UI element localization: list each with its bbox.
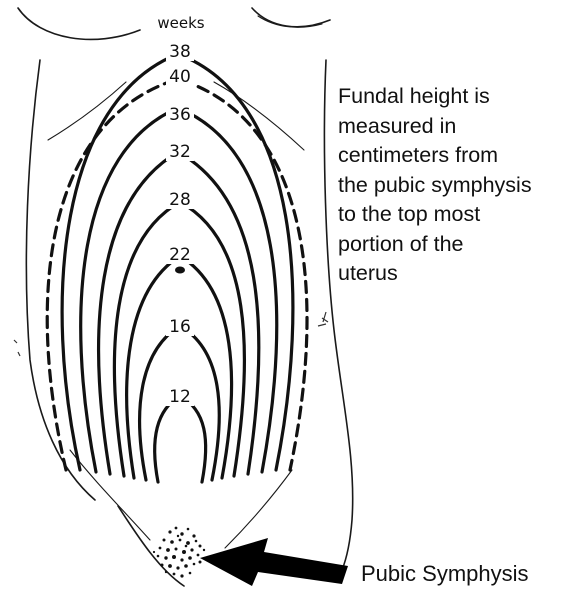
navel-mark (175, 267, 185, 274)
left-breast-outline (18, 8, 140, 39)
fundal-height-caption: Fundal height is measured in centimeters… (338, 82, 570, 289)
week-label-36: 36 (169, 105, 191, 125)
contour-12-weeks (155, 396, 206, 482)
right-groin-line (225, 470, 292, 548)
right-rib-line (214, 82, 304, 150)
pubic-symphysis-label: Pubic Symphysis (361, 561, 529, 587)
right-breast-outline (252, 8, 330, 27)
left-groin-line (70, 450, 150, 540)
torso-outline (18, 8, 353, 586)
pubic-symphysis-arrow (200, 538, 348, 586)
pubic-hair-stipple (153, 527, 205, 578)
caption-line-6: portion of the (338, 230, 570, 260)
caption-line-5: to the top most (338, 200, 570, 230)
caption-line-4: the pubic symphysis (338, 171, 570, 201)
caption-line-7: uterus (338, 259, 570, 289)
caption-line-3: centimeters from (338, 141, 570, 171)
left-rib-line (48, 82, 126, 140)
week-label-22: 22 (169, 245, 191, 265)
week-labels: weeks 38 40 36 32 28 22 16 12 (157, 14, 204, 407)
week-label-28: 28 (169, 190, 191, 210)
right-breast-hatch (258, 16, 322, 27)
contour-28-weeks (114, 202, 244, 476)
caption-line-1: Fundal height is (338, 82, 570, 112)
contour-36-weeks (81, 108, 277, 472)
week-label-12: 12 (169, 387, 191, 407)
contour-22-weeks (127, 256, 232, 478)
week-label-16: 16 (169, 317, 191, 337)
week-label-38: 38 (169, 42, 191, 62)
week-label-40: 40 (169, 67, 191, 87)
weeks-header: weeks (157, 14, 204, 32)
caption-line-2: measured in (338, 112, 570, 142)
left-flank-outline (26, 60, 95, 500)
week-label-32: 32 (169, 142, 191, 162)
